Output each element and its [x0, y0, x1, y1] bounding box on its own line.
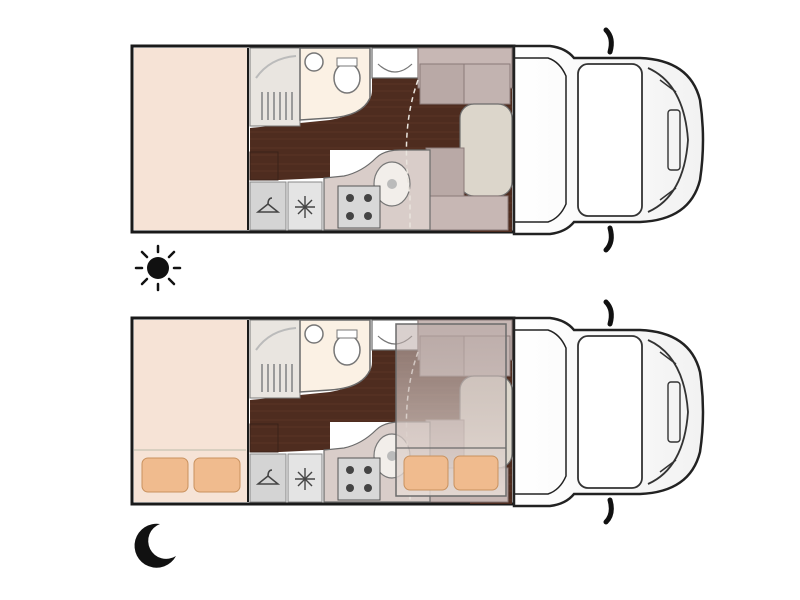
pillow	[453, 455, 499, 491]
moon-icon	[134, 523, 176, 568]
pillow	[403, 455, 449, 491]
day-layout-plan	[132, 30, 703, 250]
night-layout-plan	[132, 302, 703, 522]
sun-icon	[134, 244, 182, 292]
pillow	[141, 457, 189, 493]
pillow	[193, 457, 241, 493]
